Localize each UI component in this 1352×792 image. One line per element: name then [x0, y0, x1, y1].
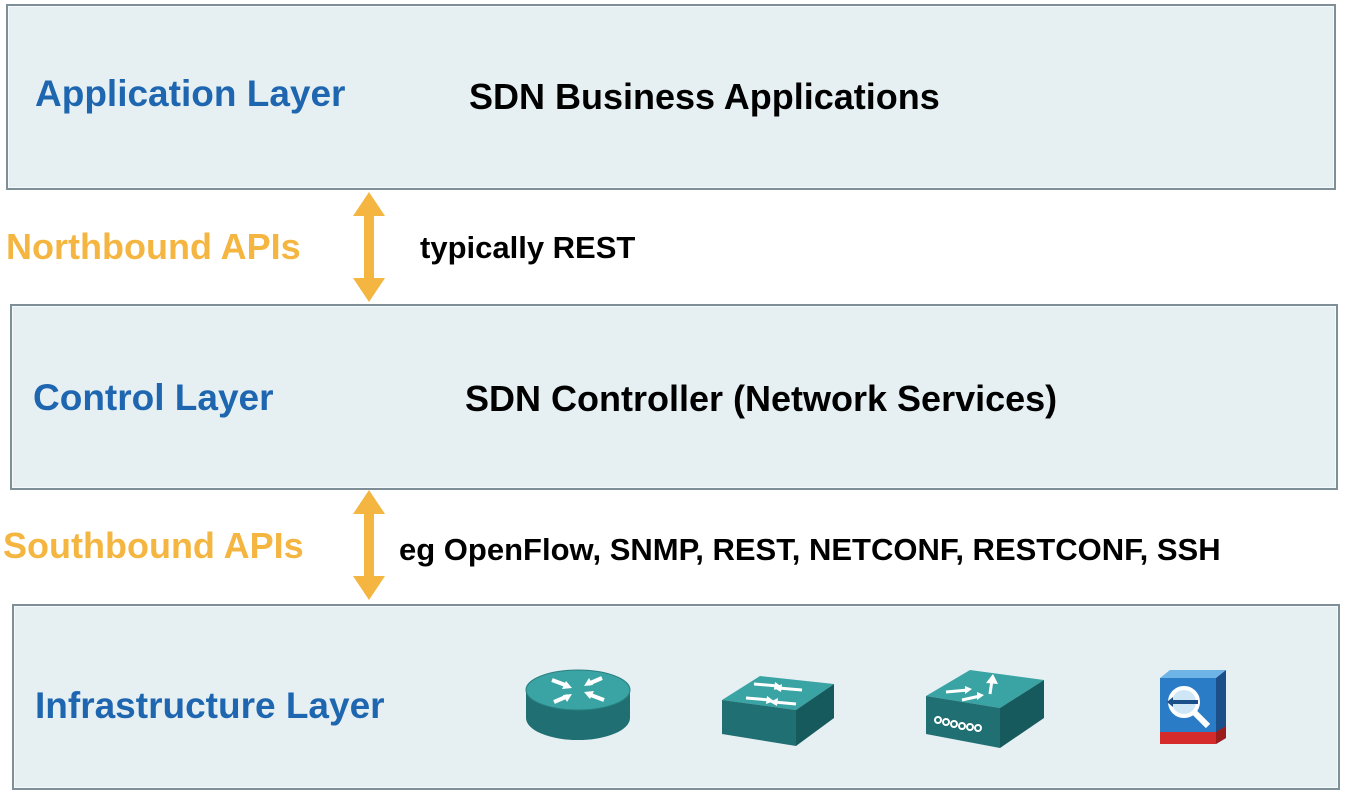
northbound-apis-note: typically REST [420, 230, 636, 265]
switch-icon [722, 676, 834, 746]
infrastructure-layer-box [12, 604, 1340, 790]
control-layer-box [10, 304, 1338, 490]
application-layer-description: SDN Business Applications [469, 76, 940, 117]
control-layer-label: Control Layer [33, 377, 274, 418]
infrastructure-layer-label: Infrastructure Layer [35, 685, 385, 726]
control-layer-description: SDN Controller (Network Services) [465, 378, 1058, 419]
application-layer-label: Application Layer [35, 73, 346, 114]
network-analysis-module-icon [1160, 670, 1226, 744]
multilayer-switch-icon [926, 670, 1044, 748]
southbound-apis-note: eg OpenFlow, SNMP, REST, NETCONF, RESTCO… [399, 532, 1221, 567]
southbound-apis-label: Southbound APIs [3, 525, 304, 566]
router-icon [525, 669, 631, 740]
northbound-apis-label: Northbound APIs [6, 226, 301, 267]
northbound-double-arrow-icon [353, 192, 385, 302]
southbound-double-arrow-icon [353, 490, 385, 600]
application-layer-box [6, 4, 1336, 190]
